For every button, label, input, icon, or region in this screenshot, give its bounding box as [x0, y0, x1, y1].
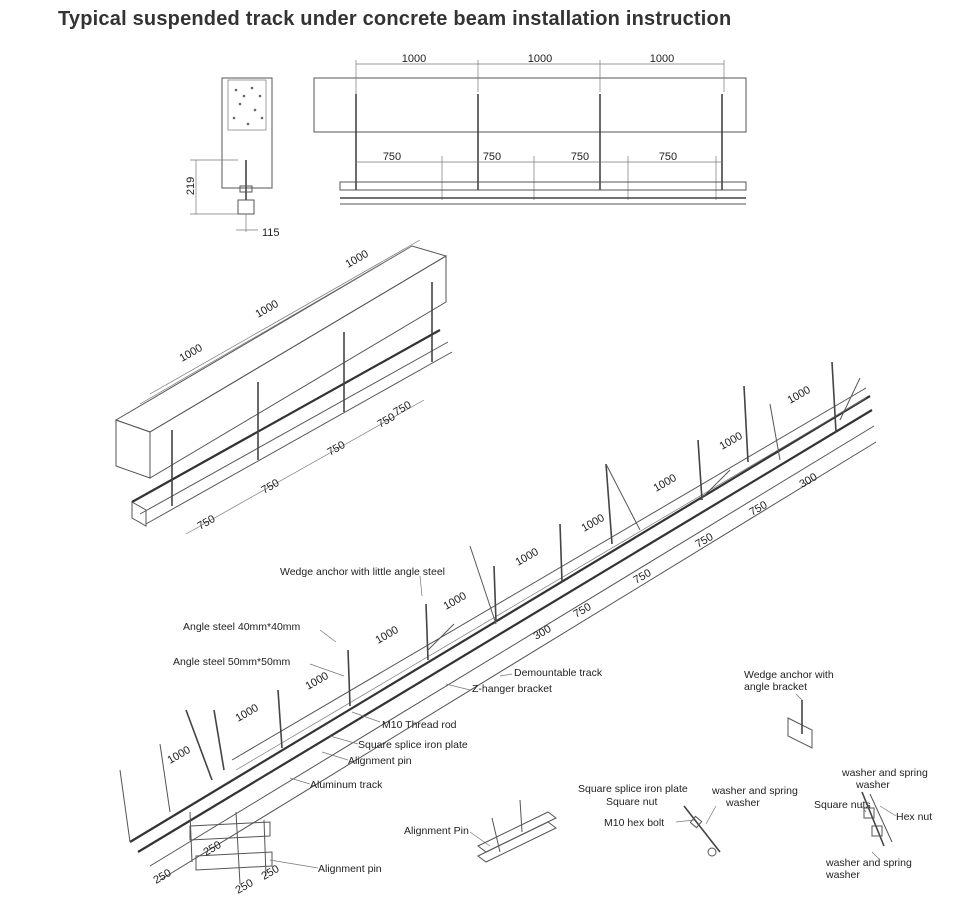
iso-small-dim-1000-1: 1000 [178, 342, 205, 365]
elev-dim-1000-2: 1000 [528, 53, 552, 65]
iso-small-dim-750-5: 750 [392, 399, 414, 419]
detail-wedge-anchor-line1: Wedge anchor with [744, 669, 834, 681]
dim-219: 219 [185, 177, 197, 195]
iso-small-dim-1000-2: 1000 [254, 298, 281, 321]
iso-large-dim-1000-1: 1000 [786, 384, 813, 407]
dim-115: 115 [262, 227, 280, 239]
detail-alignment-pin-label: Alignment Pin [404, 825, 469, 837]
callout-angle-50: Angle steel 50mm*50mm [173, 656, 291, 668]
detail-washer-2b: washer [855, 779, 890, 791]
callout-square-splice: Square splice iron plate [358, 739, 468, 751]
callout-alignment-pin-bottom: Alignment pin [318, 863, 382, 875]
callout-z-hanger: Z-hanger bracket [472, 683, 552, 695]
iso-large-dim-750-1: 750 [748, 499, 770, 519]
detail-square-nut: Square nut [606, 796, 657, 808]
elev-dim-1000-3: 1000 [650, 53, 674, 65]
callout-alignment-pin: Alignment pin [348, 755, 412, 767]
callout-wedge-anchor-little: Wedge anchor with little angle steel [280, 566, 445, 578]
elev-dim-1000-1: 1000 [402, 53, 426, 65]
page-title: Typical suspended track under concrete b… [58, 8, 732, 30]
callouts: Wedge anchor with little angle steel Ang… [173, 566, 603, 875]
detail-square-nuts: Square nuts [814, 799, 871, 811]
iso-large-dim-1000-3: 1000 [652, 472, 679, 495]
callout-demountable-track: Demountable track [514, 667, 603, 679]
iso-large-dim-1000-5: 1000 [514, 546, 541, 569]
elevation-view: 1000 1000 1000 750 750 750 750 [313, 53, 747, 205]
iso-large-dim-300-1: 300 [798, 471, 820, 491]
iso-large-dim-750-3: 750 [632, 567, 654, 587]
detail-m10-hex: M10 hex bolt [604, 817, 664, 829]
detail-hex-nut: Hex nut [896, 811, 932, 823]
callout-aluminum-track: Aluminum track [310, 779, 383, 791]
iso-large-dim-1000-6: 1000 [442, 590, 469, 613]
small-isometric-view: 1000 1000 1000 750 750 750 750 750 [114, 239, 453, 535]
iso-large-dim-750-4: 750 [572, 601, 594, 621]
elev-dim-750-4: 750 [659, 151, 677, 163]
detail-washer-1a: washer and spring [711, 785, 798, 797]
iso-small-dim-750-1: 750 [196, 513, 218, 533]
iso-small-dim-1000-3: 1000 [344, 248, 371, 271]
detail-splice-plate: Square splice iron plate [578, 783, 688, 795]
iso-large-dim-1000-8: 1000 [304, 670, 331, 693]
elev-dim-750-2: 750 [483, 151, 501, 163]
detail-alignment-pin: Alignment Pin [404, 799, 557, 863]
iso-small-dim-750-3: 750 [326, 439, 348, 459]
iso-large-dim-250-3: 250 [234, 877, 256, 897]
detail-nut-assembly: washer and spring washer Square nuts Hex… [814, 767, 932, 881]
callout-angle-40: Angle steel 40mm*40mm [183, 621, 301, 633]
detail-wedge-anchor-line2: angle bracket [744, 681, 807, 693]
iso-large-dim-1000-9: 1000 [234, 702, 261, 725]
iso-large-dim-1000-10: 1000 [166, 744, 193, 767]
iso-large-dim-1000-4: 1000 [580, 512, 607, 535]
elev-dim-750-3: 750 [571, 151, 589, 163]
detail-washer-2a: washer and spring [841, 767, 928, 779]
iso-small-dim-750-2: 750 [260, 477, 282, 497]
elev-dim-750-1: 750 [383, 151, 401, 163]
detail-splice-bolt: Square splice iron plate Square nut wash… [578, 783, 798, 857]
iso-large-dim-250-4: 250 [260, 863, 282, 883]
detail-washer-3a: washer and spring [825, 857, 912, 869]
detail-wedge-anchor: Wedge anchor with angle bracket [744, 669, 834, 749]
detail-washer-3b: washer [825, 869, 860, 881]
iso-large-dim-300-2: 300 [532, 623, 554, 643]
iso-large-dim-1000-2: 1000 [718, 430, 745, 453]
callout-m10-rod: M10 Thread rod [382, 719, 457, 731]
iso-large-dim-1000-7: 1000 [374, 624, 401, 647]
iso-large-dim-250-2: 250 [202, 839, 224, 859]
section-view: 219 115 [185, 77, 280, 239]
detail-washer-1b: washer [725, 797, 760, 809]
iso-large-dim-250-1: 250 [152, 867, 174, 887]
